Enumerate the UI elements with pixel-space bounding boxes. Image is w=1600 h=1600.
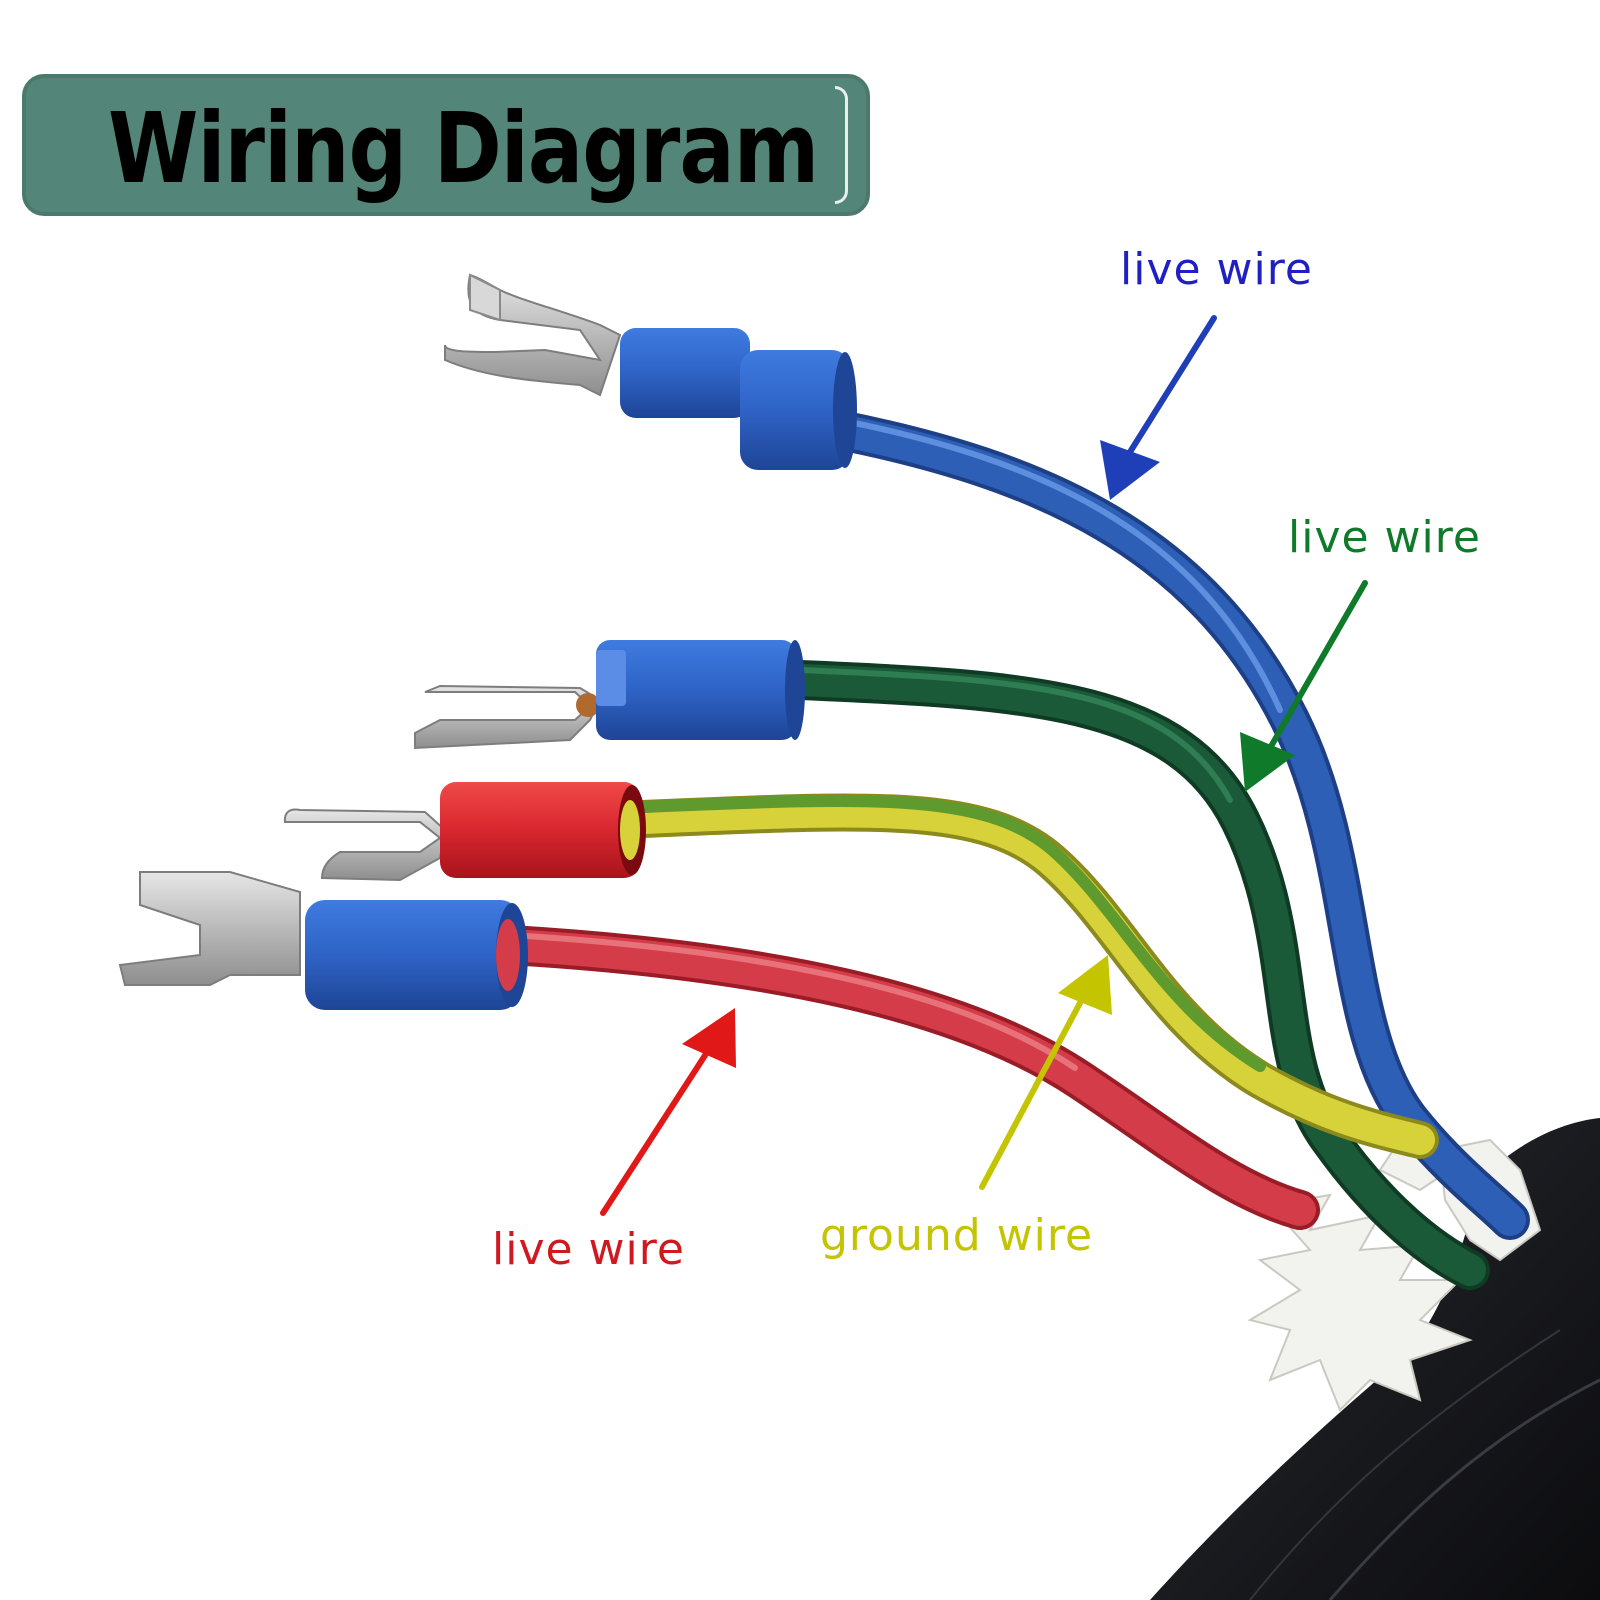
label-blue-live-wire: live wire <box>1120 244 1313 295</box>
yellow-arrow <box>979 985 1091 1190</box>
terminal-blue-bottom <box>118 871 528 1010</box>
arrows <box>600 315 1368 1216</box>
terminal-blue-top <box>444 273 857 470</box>
green-arrow <box>1259 580 1368 765</box>
label-red-live-wire: live wire <box>492 1224 685 1275</box>
label-green-live-wire: live wire <box>1288 512 1481 563</box>
red-arrow <box>600 1037 718 1216</box>
title-banner: Wiring Diagram <box>22 74 870 216</box>
terminal-red <box>283 782 646 882</box>
label-ground-wire: ground wire <box>820 1210 1094 1261</box>
page-title: Wiring Diagram <box>108 93 819 206</box>
blue-arrow <box>1117 315 1217 471</box>
wires <box>490 410 1530 1290</box>
terminal-blue-middle <box>414 640 805 750</box>
